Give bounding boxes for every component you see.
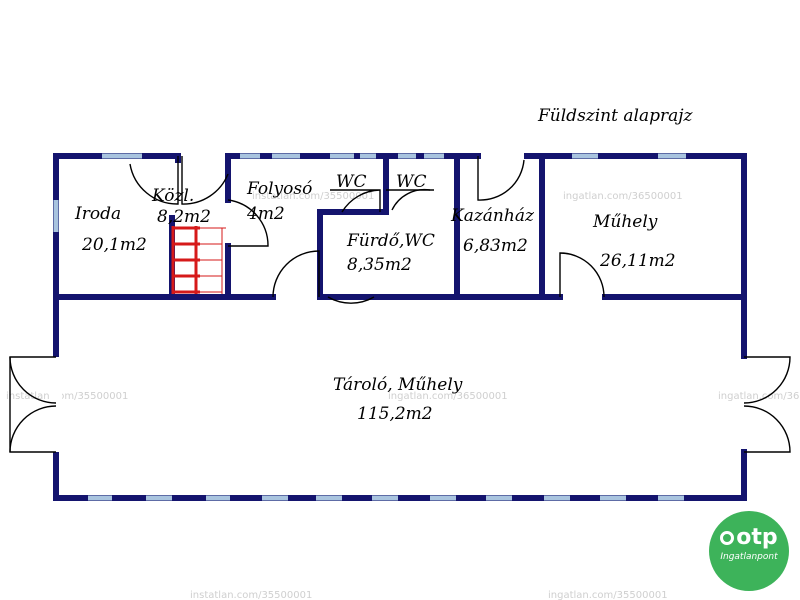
watermark-text: instatlan.com/35500001 [252,191,374,202]
room-name-folyoso: Folyosó [246,179,312,199]
watermark-text: ingatlan.com/36500001 [718,391,800,402]
room-area-folyoso: 4m2 [246,204,285,224]
room-name-kazanhaz: Kazánház [450,206,535,226]
room-name-iroda: Iroda [74,204,121,224]
watermark-text: ingatlan.com/35500001 [548,590,668,600]
logo-circle-icon [720,531,735,545]
logo-brand-text: otp [736,525,778,550]
room-name-kozl: Közl. [151,186,194,206]
door-swing [743,356,791,453]
windows [53,153,686,501]
door-swing [272,250,320,298]
room-name-muhely: Műhely [592,212,658,232]
watermark-text: ingatlan.com/36500001 [563,191,683,202]
room-labels: Iroda 20,1m2 Közl. 8,2m2 Folyosó 4m2 WC … [74,172,676,424]
room-area-tarolo: 115,2m2 [357,404,433,424]
door-swing [477,156,525,201]
room-name-furdo: Fürdő,WC [346,231,435,251]
watermark-text: ingatlan.com/36500001 [388,391,508,402]
room-area-kazanhaz: 6,83m2 [463,236,528,256]
watermark-text: instatlan.com/35500001 [6,391,128,402]
door-swing [227,199,269,247]
door-swing [559,252,605,298]
room-name-tarolo: Tároló, Műhely [333,375,463,395]
door-swing [330,188,434,213]
stairs [171,226,226,294]
logo-subtitle: Ingatlanpont [720,552,778,562]
room-name-wc-1: WC [336,172,366,192]
door-swing [9,356,62,453]
otp-logo: otp Ingatlanpont [709,511,789,591]
watermarks: ingatlan.com/36500001 instatlan.com/3550… [6,191,800,600]
door-swing [327,296,375,304]
room-name-wc-2: WC [396,172,426,192]
room-area-iroda: 20,1m2 [81,235,147,255]
plan-title: Füldszint alaprajz [537,106,693,126]
room-area-kozl: 8,2m2 [157,207,211,227]
room-area-furdo: 8,35m2 [347,255,412,275]
watermark-text: instatlan.com/35500001 [190,590,312,600]
room-area-muhely: 26,11m2 [599,251,676,271]
door-swing [129,156,229,205]
logo-brand: otp [709,526,789,550]
